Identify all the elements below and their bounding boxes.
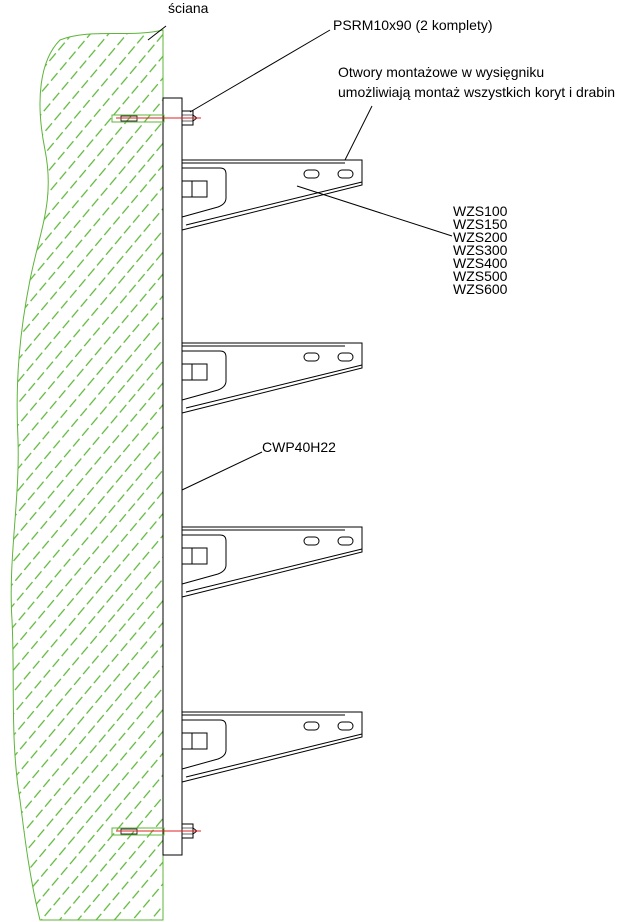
mounting-hole bbox=[303, 721, 320, 731]
bracket-type: WZS600 bbox=[453, 281, 508, 297]
wall-bracket bbox=[181, 342, 363, 414]
mounting-hole bbox=[303, 352, 320, 362]
rail-cwp40h22 bbox=[162, 97, 183, 856]
bracket-edge bbox=[185, 364, 363, 409]
wall-bracket bbox=[181, 711, 363, 783]
bracket-type: WZS400 bbox=[453, 255, 508, 271]
anchor-bolt bbox=[111, 823, 201, 839]
bracket-cutout bbox=[181, 534, 227, 585]
bracket-outline bbox=[181, 526, 363, 598]
bracket-plate bbox=[181, 180, 208, 198]
mounting-hole bbox=[337, 721, 354, 731]
bracket-list: WZS100 WZS150 WZS200 WZS300 WZS400 WZS50… bbox=[453, 203, 508, 297]
leader-lines bbox=[147, 25, 453, 491]
bracket-type: WZS100 bbox=[453, 203, 508, 219]
bracket-type: WZS500 bbox=[453, 268, 508, 284]
wall-label: ściana bbox=[168, 0, 209, 16]
mounting-hole bbox=[303, 536, 320, 546]
bracket-cutout bbox=[181, 350, 227, 401]
bracket-type: WZS300 bbox=[453, 242, 508, 258]
wall-bracket bbox=[181, 526, 363, 598]
bracket-plate bbox=[181, 363, 208, 381]
bracket-edge bbox=[185, 733, 363, 778]
rail-label: CWP40H22 bbox=[262, 439, 336, 455]
bracket-outline bbox=[181, 711, 363, 783]
wall-section bbox=[10, 29, 164, 921]
bracket-type: WZS200 bbox=[453, 229, 508, 245]
mounting-hole bbox=[337, 169, 354, 179]
mounting-hole bbox=[337, 536, 354, 546]
anchor-bolt bbox=[111, 110, 201, 126]
bracket-edge bbox=[185, 181, 363, 226]
bracket-outline bbox=[181, 342, 363, 414]
bracket-outline bbox=[181, 159, 363, 231]
mounting-hole bbox=[303, 169, 320, 179]
anchor-label: PSRM10x90 (2 komplety) bbox=[333, 17, 493, 33]
wall-bracket bbox=[181, 159, 363, 231]
holes-note-line2: umożliwiają montaż wszystkich koryt i dr… bbox=[338, 84, 615, 100]
bracket-type: WZS150 bbox=[453, 216, 508, 232]
holes-note-line1: Otwory montażowe w wysięgniku bbox=[338, 64, 545, 80]
bracket-edge bbox=[185, 548, 363, 593]
mounting-hole bbox=[337, 352, 354, 362]
bracket-plate bbox=[181, 732, 208, 750]
bracket-plate bbox=[181, 547, 208, 565]
bracket-cutout bbox=[181, 167, 227, 218]
bracket-cutout bbox=[181, 719, 227, 770]
